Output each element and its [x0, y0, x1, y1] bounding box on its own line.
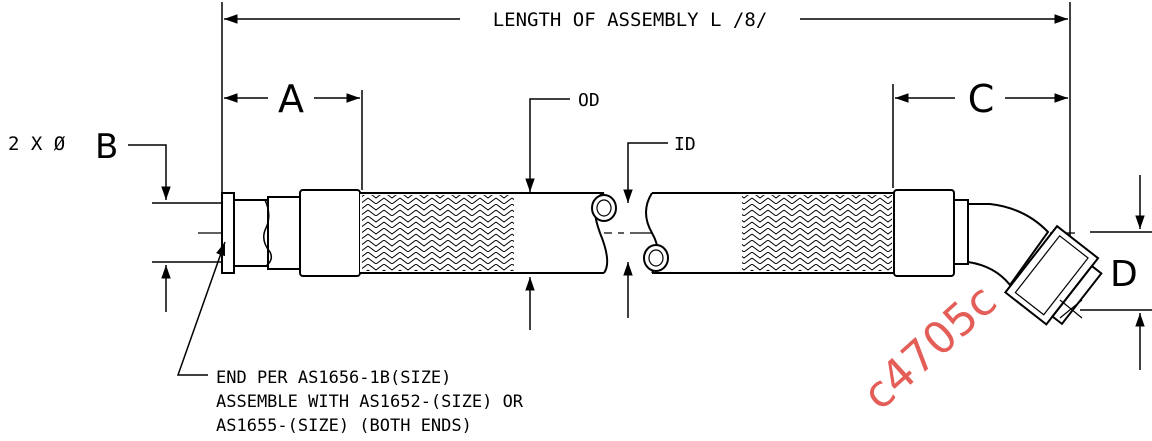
dimension-b-label: B — [95, 127, 118, 167]
note-line-1: END PER AS1656-1B(SIZE) — [216, 368, 451, 388]
id-label: ID — [674, 134, 696, 155]
length-label: LENGTH OF ASSEMBLY L /8/ — [493, 9, 768, 31]
dimension-a: A — [224, 77, 360, 121]
od-callout: OD — [525, 90, 600, 330]
note-leader — [176, 241, 226, 376]
note-line-2: ASSEMBLE WITH AS1652-(SIZE) OR — [216, 392, 524, 412]
dimension-c: C — [895, 77, 1068, 121]
left-end-fitting — [221, 189, 361, 277]
od-label: OD — [578, 90, 600, 111]
dimension-c-label: C — [968, 77, 995, 121]
note-line-3: AS1655-(SIZE) (BOTH ENDS) — [216, 416, 472, 436]
right-hose-braid — [643, 192, 894, 274]
dimension-b: 2 X Ø B — [8, 127, 171, 312]
dimension-d-label: D — [1110, 254, 1138, 295]
end-note: END PER AS1656-1B(SIZE) ASSEMBLE WITH AS… — [216, 368, 524, 436]
id-callout: ID — [623, 134, 696, 318]
right-end-fitting — [893, 189, 1103, 326]
dimension-d: D — [1110, 175, 1145, 370]
dimension-a-label: A — [278, 77, 304, 121]
left-hose-braid — [360, 192, 617, 274]
length-dimension: LENGTH OF ASSEMBLY L /8/ — [224, 9, 1068, 31]
watermark: c4705c — [853, 275, 1006, 420]
dimension-b-prefix: 2 X Ø — [8, 133, 66, 155]
